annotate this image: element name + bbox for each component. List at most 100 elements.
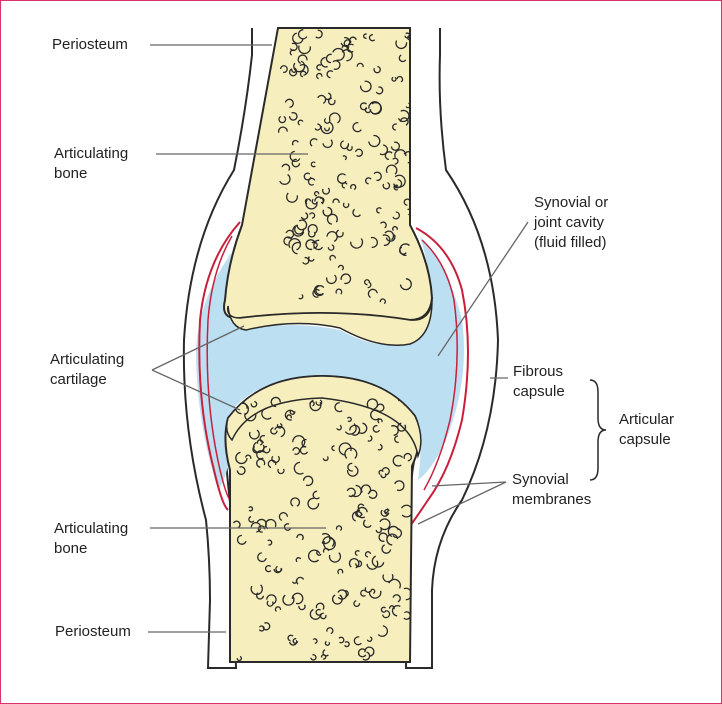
bone-pore [394, 435, 399, 443]
bone-pore [357, 648, 367, 658]
bone-pore [385, 234, 396, 242]
bone-pore [378, 469, 384, 475]
bone-pore [304, 198, 312, 205]
bone-pore [291, 241, 301, 255]
bone-pore [335, 525, 343, 532]
bone-pore [367, 435, 373, 442]
bone-pore [323, 117, 331, 124]
bone-pore [376, 403, 385, 412]
bone-pore [360, 80, 372, 93]
bone-pore [307, 497, 320, 510]
bone-pore [277, 126, 288, 133]
bone-pore [322, 187, 331, 195]
bone-pore [373, 171, 382, 182]
bone-pore [328, 112, 341, 124]
bone-pore [292, 447, 301, 455]
bone-pore [255, 592, 265, 600]
bone-pore [261, 407, 272, 420]
label-fibrous-capsule: Fibrous capsule [513, 363, 565, 400]
bone-pore [298, 293, 304, 300]
bone-pore [320, 56, 328, 68]
bone-pore [283, 236, 293, 246]
bone-pore [312, 288, 320, 298]
bone-pore [250, 400, 258, 408]
bone-pore [337, 568, 344, 575]
bone-pore [404, 32, 411, 39]
bone-pore [315, 399, 323, 406]
bone-pore [340, 273, 352, 285]
bone-pore [313, 284, 325, 297]
bone-pore [262, 622, 271, 631]
bone-pore [289, 639, 298, 646]
bone-pore [250, 584, 263, 596]
bone-pore [337, 589, 348, 600]
bone-pore [373, 65, 381, 74]
bone-pore [397, 422, 407, 432]
bone-pore [370, 409, 380, 421]
bone-pore [337, 264, 344, 271]
articular-capsule-bracket [589, 379, 607, 481]
bone-pore [316, 72, 323, 80]
bone-pore [382, 234, 391, 246]
label-joint-cavity: Synovial or joint cavity (fluid filled) [534, 194, 609, 251]
bone-pore [305, 239, 317, 251]
bone-pore [355, 560, 363, 568]
bone-pore [347, 462, 353, 472]
bone-pore [316, 64, 322, 71]
bone-pore [372, 425, 380, 433]
bone-pore [298, 604, 306, 611]
bone-pore [392, 211, 400, 220]
bone-pore [334, 402, 343, 413]
bone-pore [332, 47, 345, 61]
bone-pore [357, 422, 368, 434]
bone-pore [315, 29, 323, 39]
bone-pore [248, 429, 260, 440]
bone-pore [270, 427, 278, 435]
bone-pore [307, 177, 316, 186]
bone-pore [303, 172, 312, 181]
bone-pore [403, 452, 412, 462]
leader-cartilage-bottom [151, 369, 241, 411]
bone-pore [381, 467, 390, 476]
bone-pore [297, 54, 308, 64]
bone-pore [381, 544, 392, 554]
bone-pore [327, 97, 336, 106]
bone-pore [278, 115, 287, 124]
bone-pore [274, 425, 286, 438]
bone-pore [377, 625, 389, 637]
bone-pore [273, 567, 282, 574]
bone-pore [391, 76, 397, 82]
bone-pore [353, 636, 362, 646]
bone-pore [309, 400, 315, 407]
bone-pore [267, 539, 273, 546]
bone-pore [398, 54, 407, 63]
bone-pore [386, 533, 399, 546]
bone-pore [393, 178, 403, 189]
synovial-membrane-left [198, 221, 241, 511]
bone-pore [302, 475, 314, 487]
bone-pore [236, 466, 246, 476]
bone-pore [312, 490, 320, 500]
bone-pore [367, 281, 372, 289]
bone-pore [396, 76, 404, 83]
bone-pore [264, 565, 272, 573]
bone-pore [368, 134, 381, 148]
bone-pore [387, 525, 399, 538]
bone-pore [392, 454, 404, 467]
bone-pore [349, 424, 361, 436]
synovial-membrane-right [409, 227, 469, 527]
bone-pore [257, 552, 267, 563]
bone-pore [376, 207, 382, 214]
bone-pore [375, 86, 384, 95]
bone-pore [300, 212, 309, 220]
bone-pore [322, 649, 329, 657]
bone-pore [341, 44, 349, 50]
bone-pore [292, 435, 306, 448]
bone-pore [288, 238, 302, 251]
bone-pore [325, 274, 337, 285]
articulating-cartilage-bottom [225, 375, 422, 459]
bone-pore [310, 161, 316, 168]
bone-pore [291, 158, 301, 168]
bone-pore [317, 94, 327, 104]
bone-pore [274, 606, 282, 612]
